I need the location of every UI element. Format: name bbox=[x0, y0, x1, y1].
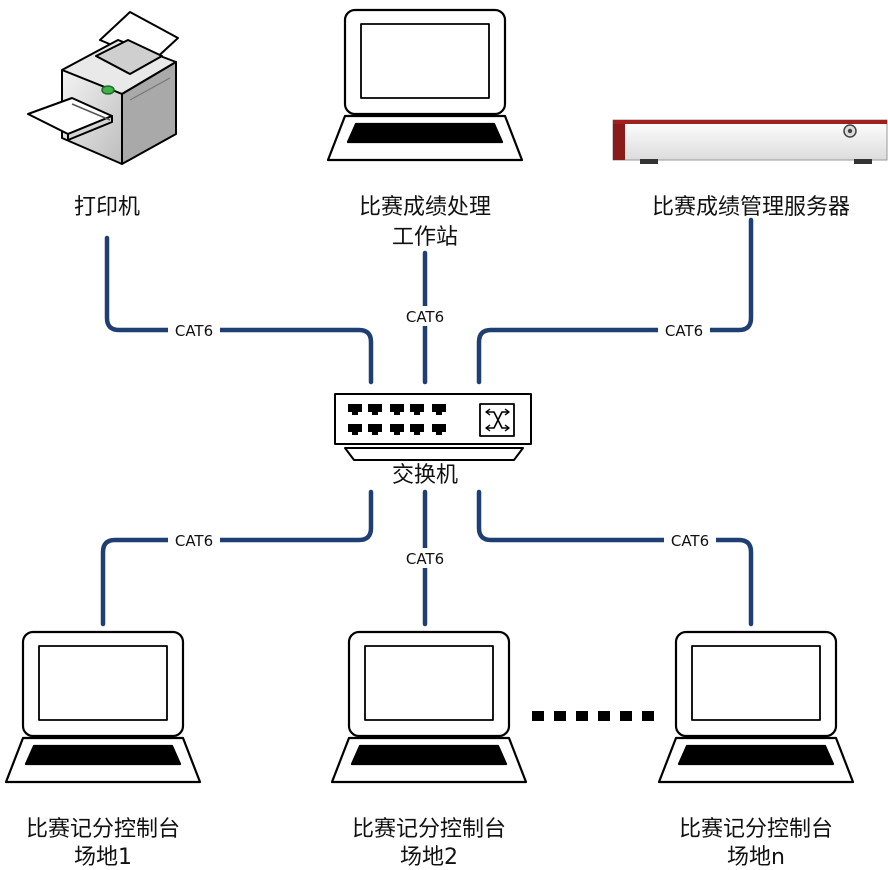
console2-label-line2: 场地2 bbox=[400, 845, 458, 870]
cable-label-console2: CAT6 bbox=[406, 550, 444, 568]
cable-printer-switch bbox=[104, 235, 374, 385]
printer-icon bbox=[27, 11, 179, 165]
network-switch-icon bbox=[334, 393, 532, 461]
cable-label-server: CAT6 bbox=[665, 322, 703, 340]
console1-label-line1: 比赛记分控制台 bbox=[26, 817, 180, 842]
workstation-label-line1: 比赛成绩处理 bbox=[359, 195, 491, 220]
cable-labels: CAT6 CAT6 CAT6 CAT6 CAT6 CAT6 bbox=[168, 306, 716, 568]
laptop-icon bbox=[326, 8, 524, 162]
ellipsis-dots bbox=[532, 711, 654, 721]
console2-label-line1: 比赛记分控制台 bbox=[352, 817, 506, 842]
cable-switch-consoleN bbox=[476, 489, 754, 627]
cable-label-consoleN: CAT6 bbox=[671, 532, 709, 550]
cable-server-switch bbox=[476, 217, 754, 385]
cable-label-workstation: CAT6 bbox=[406, 308, 444, 326]
server-icon bbox=[612, 119, 888, 164]
cable-label-console1: CAT6 bbox=[175, 532, 213, 550]
cable-label-printer: CAT6 bbox=[175, 322, 213, 340]
laptop-icon bbox=[330, 630, 528, 784]
consoleN-label-line1: 比赛记分控制台 bbox=[679, 817, 833, 842]
console1-label-line2: 场地1 bbox=[74, 845, 132, 870]
laptop-icon bbox=[657, 630, 855, 784]
consoleN-label-line2: 场地n bbox=[727, 845, 785, 870]
cable-switch-console1 bbox=[100, 489, 374, 627]
printer-label: 打印机 bbox=[74, 195, 140, 220]
switch-label: 交换机 bbox=[392, 463, 458, 488]
laptop-icon bbox=[4, 630, 202, 784]
workstation-label-line2: 工作站 bbox=[392, 225, 458, 250]
server-label: 比赛成绩管理服务器 bbox=[652, 195, 850, 220]
